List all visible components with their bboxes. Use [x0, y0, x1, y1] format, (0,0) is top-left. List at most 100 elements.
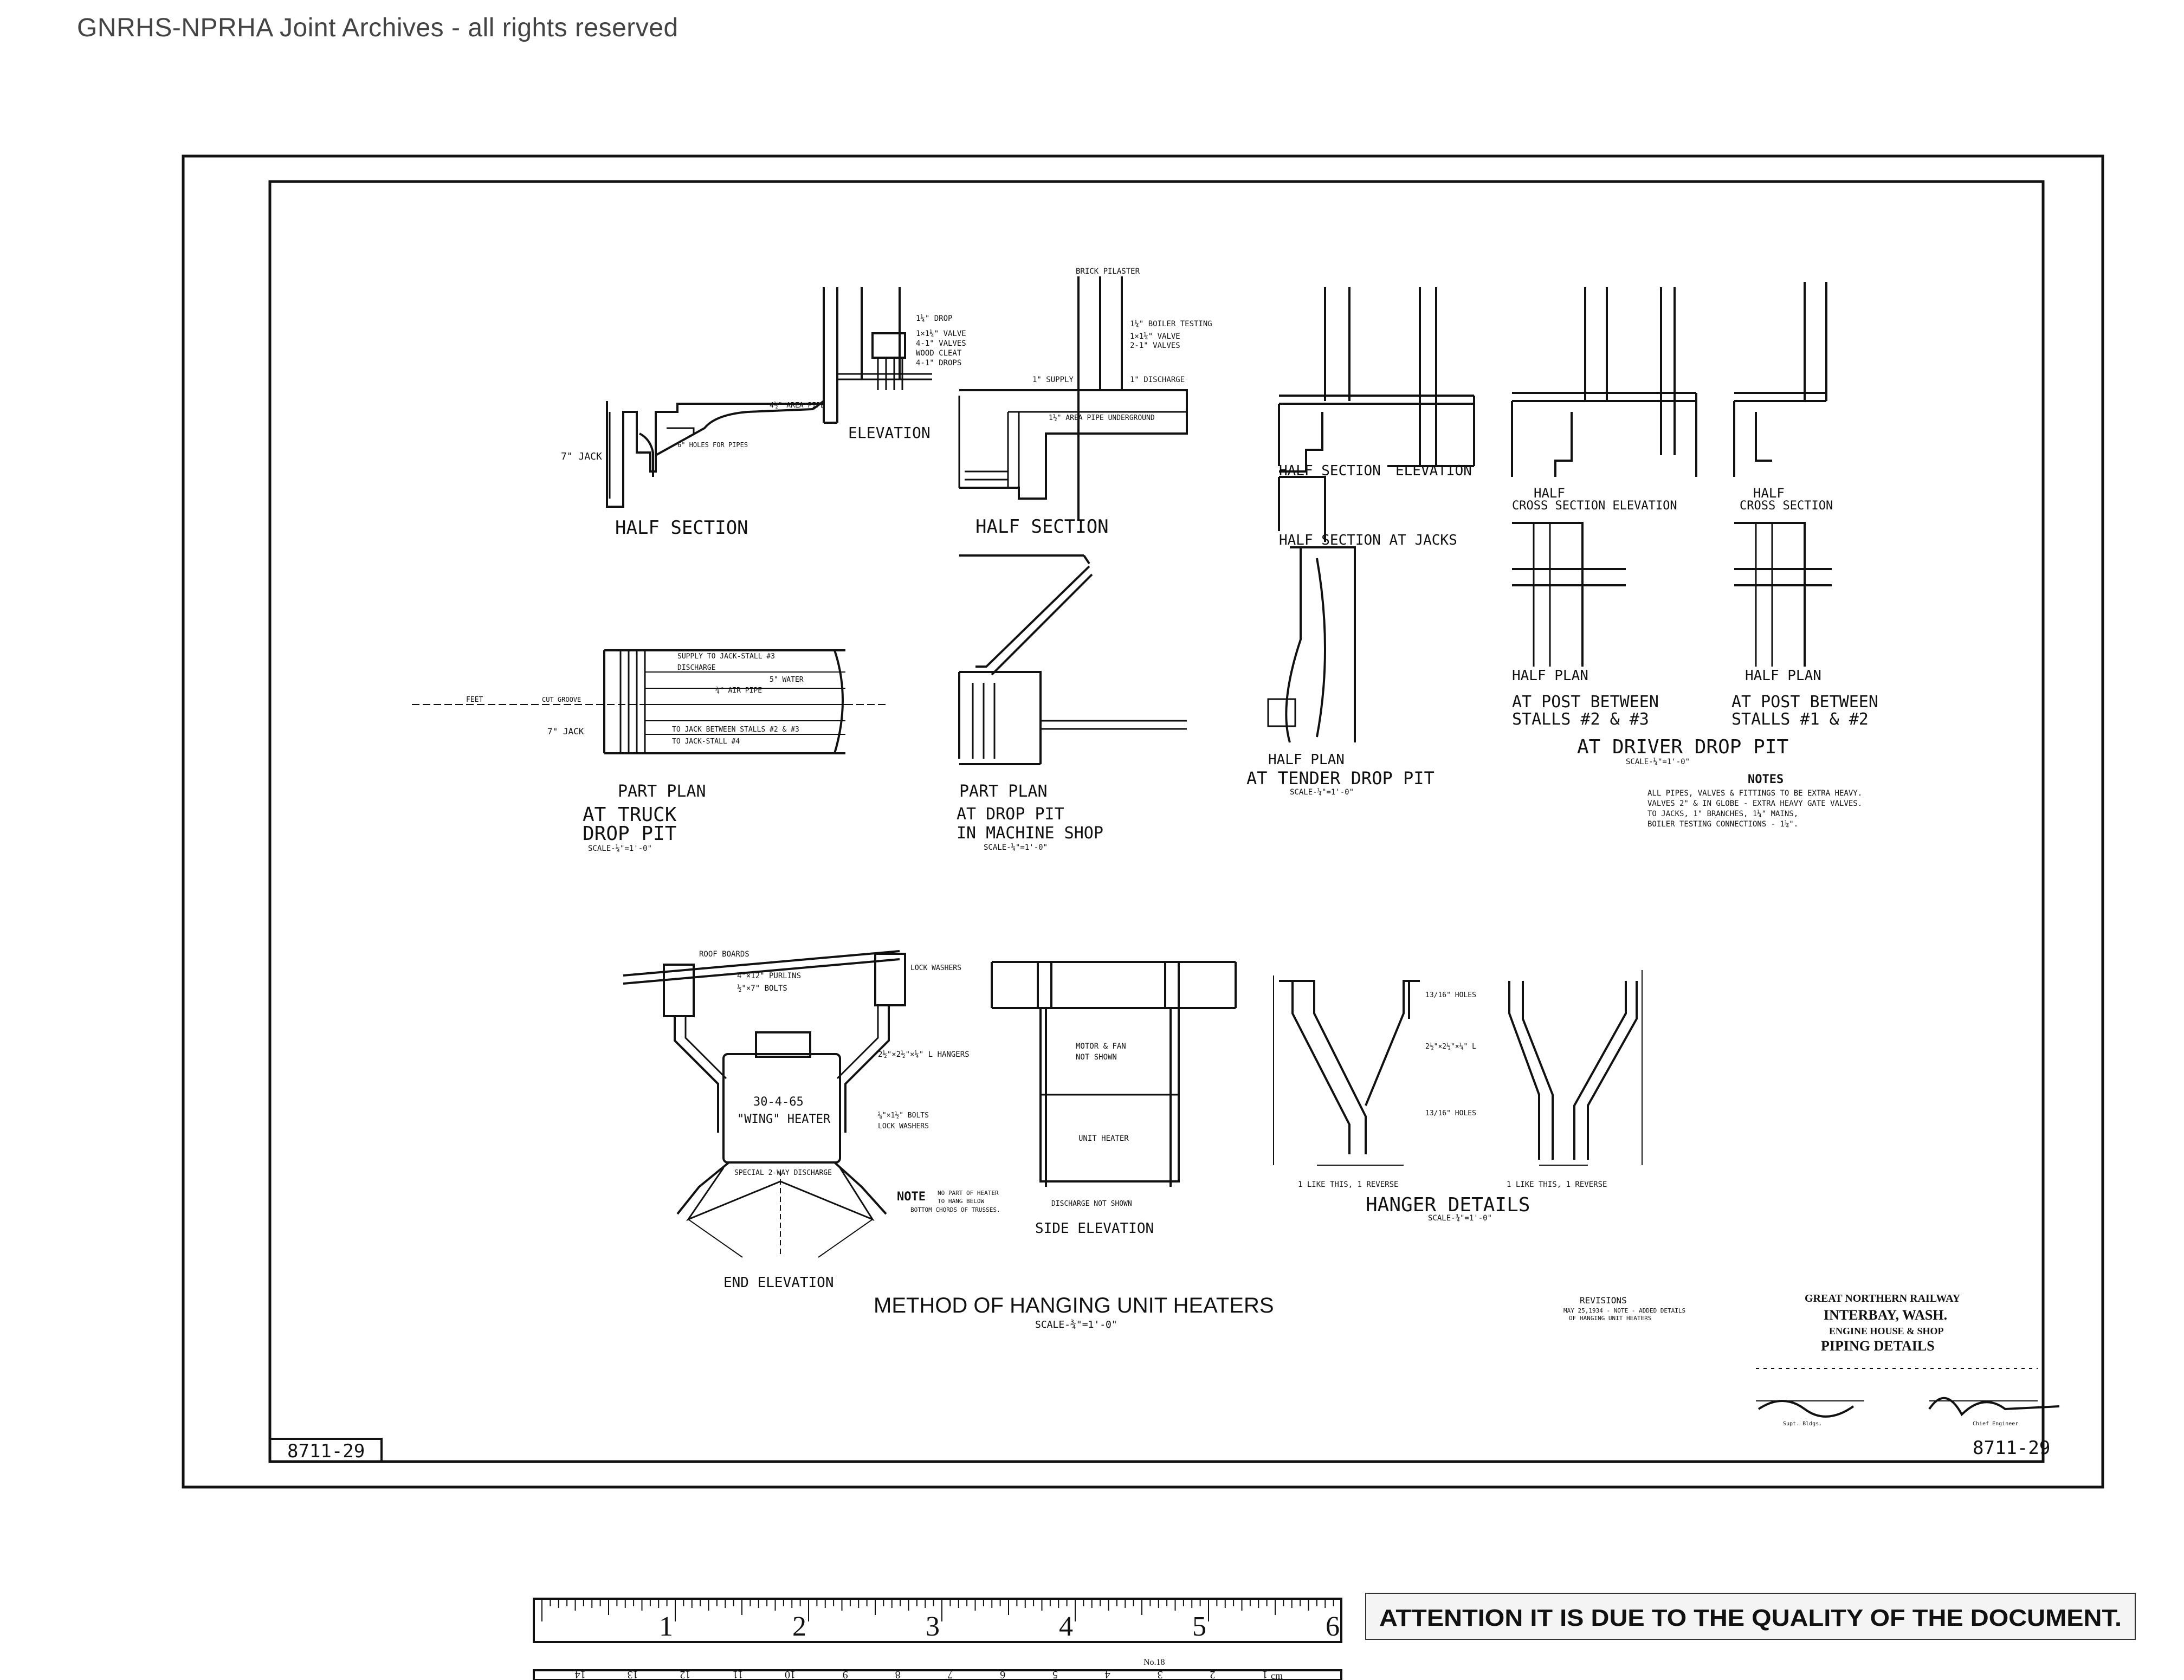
- truck-part-plan-drawing: [412, 649, 889, 754]
- callout-valve-b: 1×1¼" VALVE: [1130, 332, 1180, 341]
- label-hanger-scale: SCALE-¾"=1'-0": [1428, 1214, 1492, 1223]
- callout-not-shown: NOT SHOWN: [1076, 1053, 1117, 1062]
- callout-valve: 1×1¼" VALVE: [916, 329, 966, 338]
- label-post-between-b2: STALLS #1 & #2: [1731, 710, 1869, 729]
- label-driver-drop-pit: AT DRIVER DROP PIT: [1577, 736, 1788, 758]
- ruler-cm-label: 6: [1000, 1669, 1005, 1680]
- callout-boiler-testing: 1¼" BOILER TESTING: [1130, 320, 1212, 328]
- ruler-cm-label: 3: [1158, 1669, 1163, 1680]
- callout-jack-stalls: TO JACK BETWEEN STALLS #2 & #3: [672, 726, 799, 734]
- callout-drops-4: 4-1" DROPS: [916, 359, 961, 367]
- callout-note-2: TO HANG BELOW: [938, 1198, 984, 1205]
- label-tender-scale: SCALE-¼"=1'-0": [1290, 788, 1354, 797]
- callout-bolts-2: ⅝"×1½" BOLTS: [878, 1112, 929, 1120]
- callout-hangers: 2½"×2½"×¼" L HANGERS: [878, 1050, 970, 1059]
- ruler-cm-label: 7: [947, 1669, 953, 1680]
- ruler-cm-label: 2: [1210, 1669, 1215, 1680]
- callout-discharge-not-shown: DISCHARGE NOT SHOWN: [1051, 1200, 1132, 1208]
- label-shop-at: AT DROP PIT: [957, 805, 1064, 824]
- label-post-between-a2: STALLS #2 & #3: [1512, 710, 1649, 729]
- outer-border: [182, 154, 2104, 1489]
- callout-roof-boards: ROOF BOARDS: [699, 950, 749, 959]
- callout-heater-model: 30-4-65: [753, 1095, 804, 1109]
- callout-drop-1-25: 1¼" DROP: [916, 314, 952, 323]
- truck-half-section-drawing: [606, 287, 932, 508]
- callout-jack-stall4: TO JACK-STALL #4: [672, 738, 740, 746]
- callout-wood-cleat: WOOD CLEAT: [916, 349, 962, 358]
- ruler-inch-label: 4: [1059, 1611, 1073, 1642]
- ruler-cm-label: 10: [785, 1669, 796, 1680]
- callout-holes-2: 13/16" HOLES: [1425, 1109, 1476, 1117]
- ruler-cm: cm: [1271, 1670, 1283, 1680]
- inner-border: [268, 180, 2045, 1463]
- method-scale: SCALE-¾"=1'-0": [1035, 1319, 1117, 1330]
- callout-area-pipe-underground: 1½" AREA PIPE UNDERGROUND: [1049, 414, 1155, 422]
- quality-stamp-box: [1365, 1593, 2136, 1640]
- ruler-cm-label: 13: [628, 1669, 638, 1680]
- notes-line-3: TO JACKS, 1" BRANCHES, 1¼" MAINS,: [1647, 810, 1798, 818]
- callout-note-1: NO PART OF HEATER: [938, 1190, 999, 1197]
- callout-special-discharge: SPECIAL 2-WAY DISCHARGE: [734, 1169, 832, 1177]
- label-driver-scale: SCALE-¼"=1'-0": [1626, 758, 1690, 766]
- ruler-model: No.18: [1143, 1658, 1165, 1667]
- ruler-cm-label: 14: [575, 1669, 586, 1680]
- label-half-section-jacks: HALF SECTION AT JACKS: [1279, 532, 1457, 548]
- label-half-plan-tender: HALF PLAN: [1268, 752, 1345, 768]
- shop-part-plan-drawing: [958, 554, 1187, 765]
- callout-wing-heater: "WING" HEATER: [737, 1113, 831, 1126]
- drawing-number-left: 8711-29: [287, 1440, 365, 1462]
- notes-heading: NOTES: [1748, 773, 1784, 786]
- signature-1-mark: [1757, 1400, 1855, 1418]
- callout-brick-pilaster: BRICK PILASTER: [1076, 267, 1140, 276]
- label-hanger-details: HANGER DETAILS: [1366, 1194, 1530, 1216]
- title-block: GREAT NORTHERN RAILWAY INTERBAY, WASH. E…: [1756, 1293, 2060, 1427]
- label-half-plan-b: HALF PLAN: [1745, 668, 1821, 684]
- label-side-elevation: SIDE ELEVATION: [1035, 1220, 1154, 1237]
- label-truck-part-plan: PART PLAN: [618, 782, 706, 801]
- revisions-line-2: OF HANGING UNIT HEATERS: [1569, 1315, 1651, 1322]
- callout-holes: 6" HOLES FOR PIPES: [677, 441, 748, 449]
- callout-water: 5" WATER: [770, 676, 804, 684]
- callout-motor-fan: MOTOR & FAN: [1076, 1042, 1126, 1051]
- drawing-number-right: 8711-29: [1973, 1437, 2050, 1459]
- callout-bolts: ½"×7" BOLTS: [737, 984, 787, 993]
- label-end-elevation: END ELEVATION: [723, 1275, 834, 1291]
- tender-drop-pit-drawing: [1267, 287, 1475, 743]
- callout-discharge-truck: DISCHARGE: [677, 664, 715, 672]
- ruler-cm-label: 9: [843, 1669, 848, 1680]
- signature-2-caption: Chief Engineer: [1973, 1421, 2018, 1427]
- signature-1-caption: Supt. Bldgs.: [1783, 1421, 1822, 1427]
- end-elevation-drawing: [623, 950, 906, 1258]
- callout-discharge: 1" DISCHARGE: [1130, 376, 1185, 384]
- callout-lock-washers-2: LOCK WASHERS: [878, 1122, 929, 1130]
- label-shop-in: IN MACHINE SHOP: [957, 824, 1103, 843]
- label-truck-at: AT TRUCK: [583, 804, 677, 826]
- ruler-cm-label: 12: [680, 1669, 690, 1680]
- notes-line-2: VALVES 2" & IN GLOBE - EXTRA HEAVY GATE …: [1647, 799, 1862, 808]
- label-cross-section-b: CROSS SECTION: [1740, 499, 1833, 513]
- callout-valves-4: 4-1" VALVES: [916, 339, 966, 348]
- callout-purlins: 4"×12" PURLINS: [737, 972, 801, 980]
- title-subject: PIPING DETAILS: [1821, 1338, 1935, 1354]
- callout-note-3: BOTTOM CHORDS OF TRUSSES.: [910, 1206, 1000, 1213]
- title-location: INTERBAY, WASH.: [1824, 1307, 1947, 1323]
- notes-line-4: BOILER TESTING CONNECTIONS - 1¼".: [1647, 820, 1798, 829]
- callout-jack-truck: 7" JACK: [547, 726, 584, 736]
- callout-jack: 7" JACK: [561, 451, 602, 462]
- callout-air-pipe: ¾" AIR PIPE: [715, 687, 762, 695]
- label-truck-scale: SCALE-¼"=1'-0": [588, 844, 652, 853]
- ruler-cm-label: 4: [1105, 1669, 1110, 1680]
- label-shop-part-plan: PART PLAN: [959, 782, 1048, 801]
- title-facility: ENGINE HOUSE & SHOP: [1829, 1326, 1944, 1336]
- label-post-between-b1: AT POST BETWEEN: [1731, 693, 1878, 712]
- revisions-heading: REVISIONS: [1580, 1295, 1627, 1306]
- label-post-between-a1: AT POST BETWEEN: [1512, 693, 1659, 712]
- shop-half-section-drawing: [958, 276, 1188, 520]
- label-shop-half-section: HALF SECTION: [975, 516, 1109, 538]
- callout-feet: FEET: [466, 696, 483, 704]
- hanger-details-drawing: [1273, 970, 1643, 1166]
- label-shop-scale: SCALE-¼"=1'-0": [984, 843, 1048, 852]
- driver-pit-a-drawing: [1511, 287, 1697, 667]
- ruler-cm-label: 8: [895, 1669, 901, 1680]
